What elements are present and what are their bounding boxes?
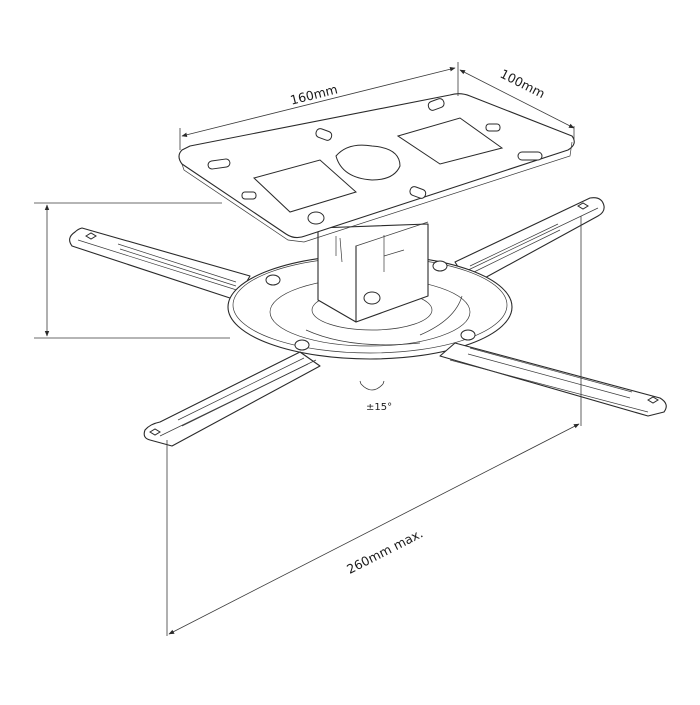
- arm-front-left: [143, 351, 321, 447]
- arm-back-right: [454, 197, 605, 287]
- disc-bolt: [265, 274, 281, 286]
- dimension-drop-height: 80mm: [34, 202, 230, 339]
- arm-back-left: [69, 227, 251, 301]
- disc-bolt: [294, 339, 310, 351]
- label-100mm: 100mm: [498, 66, 548, 101]
- arm-front-right: [439, 342, 667, 417]
- label-tilt: ±15°: [366, 402, 392, 413]
- ceiling-plate: [178, 93, 575, 243]
- disc-bolt: [460, 329, 476, 341]
- label-260mm-max: 260mm max.: [344, 526, 425, 577]
- disc-bolt: [432, 260, 448, 272]
- extension-column: [317, 221, 429, 323]
- label-160mm: 160mm: [289, 81, 339, 107]
- tilt-indicator: ±15°: [359, 380, 392, 413]
